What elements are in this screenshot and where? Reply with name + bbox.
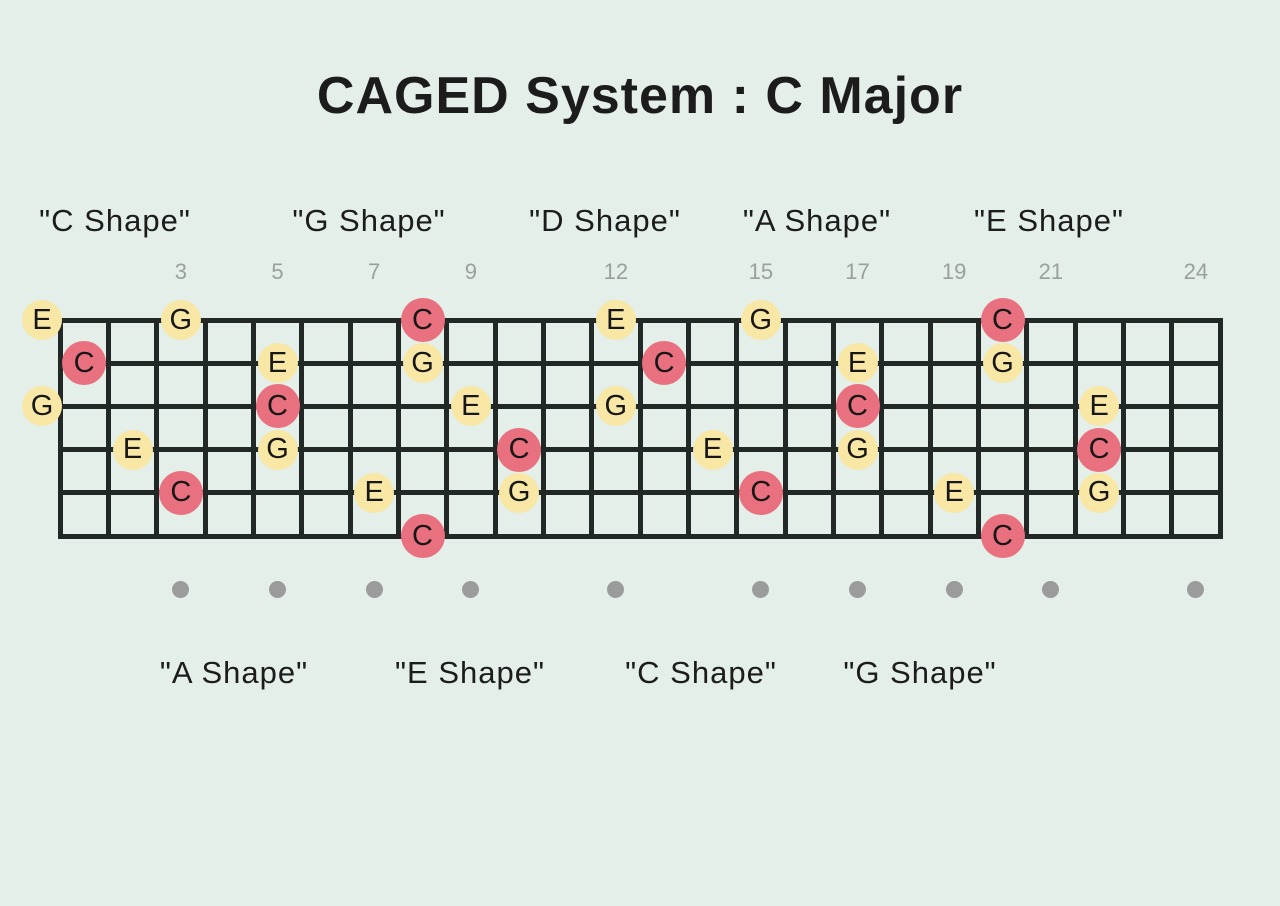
fret-line — [1120, 317, 1126, 539]
note-marker-tone: E — [934, 472, 975, 513]
inlay-dot — [849, 580, 866, 598]
note-marker-tone: G — [22, 386, 62, 427]
fret-number: 17 — [845, 259, 870, 284]
note-marker-tone: E — [257, 343, 298, 384]
note-marker-root: C — [497, 427, 542, 472]
inlay-dot — [1187, 580, 1205, 598]
fret-number: 12 — [603, 259, 629, 284]
fret-line — [299, 317, 305, 539]
fret-line — [685, 317, 691, 539]
fret-line — [105, 317, 111, 539]
fret-line — [879, 317, 885, 539]
fret-line — [540, 317, 546, 539]
shape-label-bottom: "E Shape" — [395, 655, 545, 690]
fret-line — [927, 317, 933, 539]
inlay-dot — [945, 580, 963, 598]
inlay-dot — [365, 580, 383, 598]
fret-number: 5 — [271, 259, 284, 284]
note-marker-root: C — [980, 298, 1025, 342]
note-marker-tone: G — [982, 343, 1023, 384]
fret-number: 9 — [464, 259, 477, 284]
shape-label-top: "A Shape" — [742, 203, 892, 238]
note-marker-root: C — [158, 470, 203, 515]
fret-number: 19 — [941, 259, 967, 284]
inlay-dot — [607, 580, 625, 598]
note-marker-root: C — [62, 341, 107, 386]
note-marker-tone: E — [22, 300, 62, 340]
fret-number: 3 — [174, 259, 187, 284]
fret-line — [492, 317, 498, 539]
fret-line — [154, 317, 160, 539]
fret-line — [637, 317, 643, 539]
inlay-dot — [269, 580, 286, 598]
inlay-dot — [1042, 580, 1060, 598]
fret-line — [250, 317, 256, 539]
fret-number: 21 — [1038, 259, 1064, 284]
note-marker-root: C — [1077, 427, 1122, 472]
note-marker-root: C — [400, 514, 445, 558]
note-marker-root: C — [400, 298, 445, 342]
inlay-dot — [172, 580, 190, 598]
shape-label-top: "C Shape" — [39, 203, 191, 238]
fret-line — [1024, 317, 1030, 539]
fret-line — [1169, 317, 1175, 539]
shape-label-bottom: "G Shape" — [843, 655, 997, 690]
note-marker-root: C — [642, 341, 687, 386]
inlay-dot — [462, 580, 480, 598]
fret-line — [347, 317, 353, 539]
shape-label-bottom: "C Shape" — [625, 655, 777, 690]
note-marker-tone: G — [160, 300, 201, 340]
note-marker-tone: E — [450, 386, 491, 427]
note-marker-tone: G — [740, 300, 781, 340]
inlay-dot — [752, 580, 770, 598]
note-marker-tone: E — [112, 429, 153, 470]
fret-number: 24 — [1183, 259, 1209, 284]
fret-line — [395, 317, 401, 539]
note-marker-tone: G — [1079, 472, 1120, 513]
fret-line — [734, 317, 740, 539]
shape-label-top: "D Shape" — [529, 203, 681, 238]
nut-line — [57, 317, 63, 539]
page-title: CAGED System : C Major — [316, 67, 964, 125]
note-marker-tone: G — [837, 429, 878, 470]
note-marker-tone: G — [595, 386, 636, 427]
note-marker-tone: E — [354, 472, 395, 513]
note-marker-tone: E — [837, 343, 878, 384]
shape-label-bottom: "A Shape" — [159, 655, 309, 690]
shape-label-top: "G Shape" — [292, 203, 446, 238]
fret-line — [830, 317, 836, 539]
note-marker-tone: E — [595, 300, 636, 340]
fret-line — [202, 317, 208, 539]
note-marker-root: C — [255, 384, 300, 429]
fret-line — [444, 317, 450, 539]
fret-number: 15 — [748, 259, 774, 284]
fret-line — [589, 317, 595, 539]
fret-line — [1072, 317, 1078, 539]
fret-line — [1217, 317, 1223, 539]
note-marker-root: C — [835, 384, 880, 429]
note-marker-tone: G — [257, 429, 298, 470]
fret-line — [975, 317, 981, 539]
fret-line — [782, 317, 788, 539]
fret-number: 7 — [368, 259, 381, 284]
shape-label-top: "E Shape" — [974, 203, 1124, 238]
note-marker-tone: E — [1079, 386, 1120, 427]
note-marker-tone: G — [499, 472, 540, 513]
note-marker-tone: E — [692, 429, 733, 470]
note-marker-tone: G — [402, 343, 443, 384]
note-marker-root: C — [738, 470, 783, 515]
note-marker-root: C — [980, 514, 1025, 558]
